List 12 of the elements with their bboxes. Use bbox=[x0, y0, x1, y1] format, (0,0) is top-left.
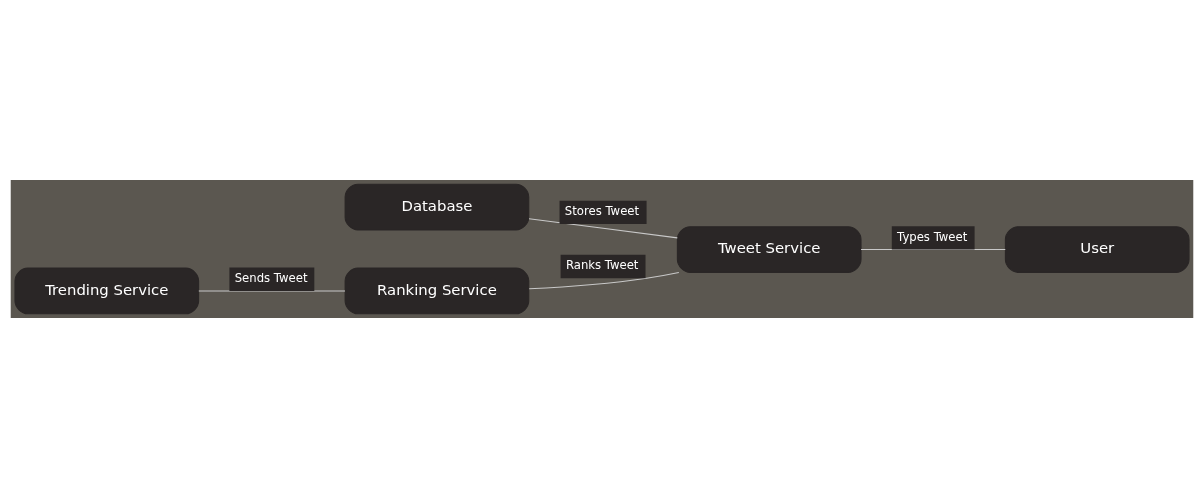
node-box: User bbox=[1004, 225, 1190, 273]
node-box: Trending Service bbox=[14, 267, 200, 314]
edge-label: Sends Tweet bbox=[234, 270, 308, 285]
connector bbox=[198, 289, 346, 291]
edge-label: Stores Tweet bbox=[564, 203, 640, 218]
edge-label: Ranks Tweet bbox=[565, 257, 639, 272]
edge-label: Types Tweet bbox=[897, 229, 968, 244]
node-box: Ranking Service bbox=[344, 267, 530, 314]
connector bbox=[528, 271, 680, 289]
node-box: Database bbox=[344, 183, 530, 230]
connector bbox=[528, 217, 678, 238]
node-box: Tweet Service bbox=[676, 225, 862, 273]
